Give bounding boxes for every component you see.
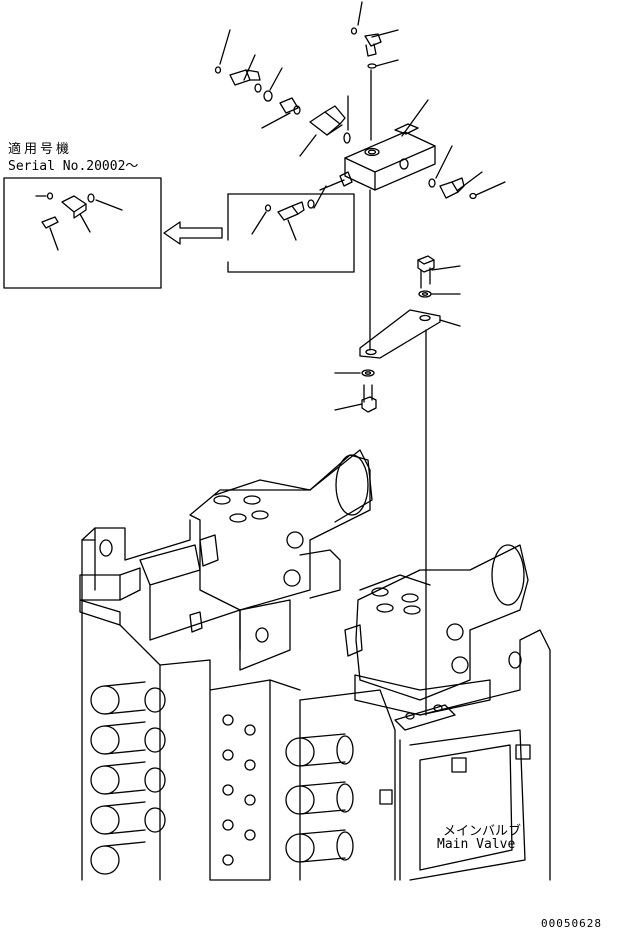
nipple-fitting — [229, 54, 261, 86]
oring-mid — [343, 95, 351, 144]
oring-small-left — [214, 29, 231, 74]
right-elbow-fitting — [428, 145, 506, 200]
check-valve-cartridge — [261, 97, 301, 129]
arrow-left-icon — [163, 221, 223, 245]
bracket-plate — [359, 309, 461, 359]
serial-detail-box — [3, 177, 162, 289]
serial-note-jp: 適用号機 — [8, 142, 73, 157]
drawing-number: 00050628 — [541, 917, 602, 930]
top-elbow-fitting — [350, 1, 399, 69]
bolt-lower — [334, 384, 377, 413]
washer-upper — [418, 290, 461, 298]
oring-pair — [254, 67, 283, 102]
manifold-block — [319, 99, 436, 191]
serial-note-en: Serial No.20002～ — [8, 159, 139, 174]
detail-box-middle — [227, 185, 355, 273]
adapter-body — [299, 105, 346, 157]
main-valve-label-jp: メインバルブ — [443, 824, 522, 839]
main-valve-label-en: Main Valve — [437, 837, 516, 852]
washer-lower — [334, 369, 375, 377]
main-valve-assembly — [79, 449, 551, 881]
bolt-upper — [417, 255, 461, 289]
